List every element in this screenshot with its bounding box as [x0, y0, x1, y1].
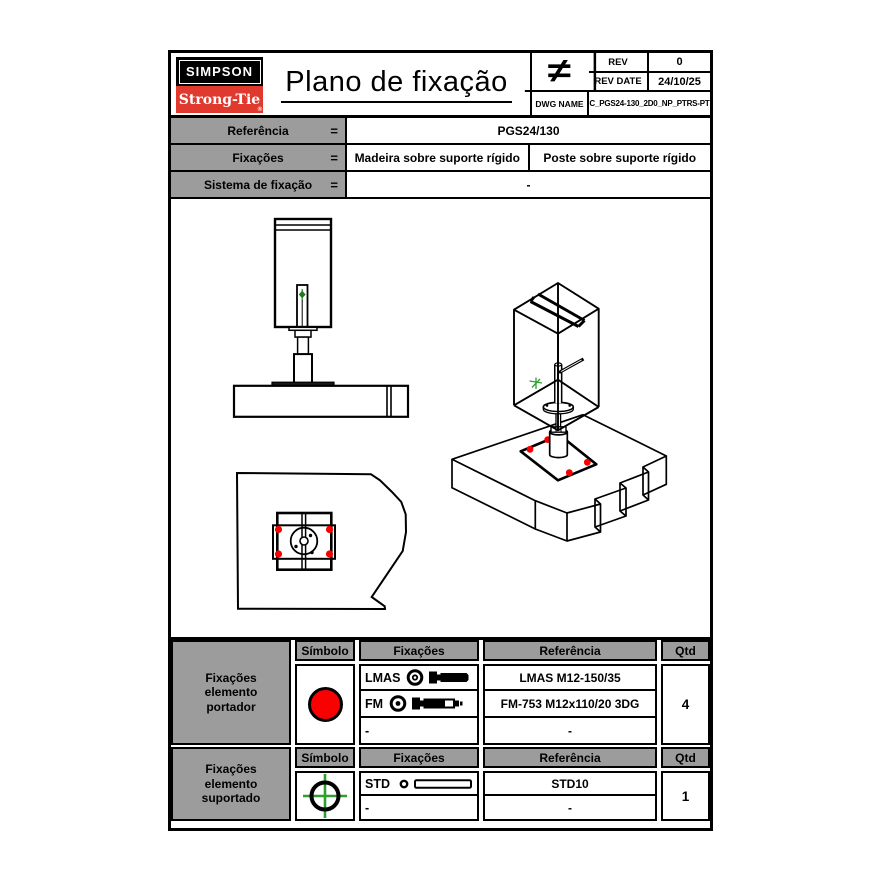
fixings-table-suportado: Fixações elemento suportado Símbolo Fixa… [171, 747, 710, 821]
not-to-scale-icon: ≠ [524, 52, 597, 92]
fixings-value-2: Poste sobre suporte rígido [527, 145, 711, 170]
col-header-simbolo: Símbolo [295, 640, 355, 661]
qty-suportado: 1 [661, 771, 710, 821]
fixing-system-label-cell: Sistema de fixação = [171, 172, 347, 197]
qty-portador: 4 [661, 664, 710, 745]
fixing-row-std: STD [359, 771, 479, 796]
dowel-screw-icon [399, 778, 472, 789]
logo-strongtie-text: Strong-Tie [178, 91, 261, 108]
technical-drawing [232, 217, 668, 611]
col-header-simbolo: Símbolo [295, 747, 355, 768]
axis-marker-green [529, 377, 543, 389]
fixings-table-portador: Fixações elemento portador Símbolo Fixaç… [171, 640, 710, 745]
fixing-row-empty: - [359, 718, 479, 745]
sheet-header: SIMPSON Strong-Tie ® Plano de fixação ≠ … [171, 52, 710, 118]
fixing-system-label: Sistema de fixação [203, 177, 313, 192]
col-header-referencia: Referência [483, 747, 657, 768]
fixing-system-value: - [526, 177, 531, 192]
fixing-code: FM [365, 696, 384, 711]
fixing-ref-lmas: LMAS M12-150/35 [483, 664, 657, 691]
fixing-row-empty: - [359, 796, 479, 821]
reference-row: Referência = PGS24/130 [171, 118, 710, 145]
equals-sign: = [330, 177, 338, 192]
fixing-ref-empty: - [483, 796, 657, 821]
logo-simpson-box: SIMPSON [176, 57, 263, 86]
fixing-code: - [365, 723, 370, 738]
fixing-code: LMAS [365, 670, 401, 685]
col-header-fixacoes: Fixações [359, 747, 479, 768]
col-header-fixacoes: Fixações [359, 640, 479, 661]
screw-marker-green [298, 289, 306, 300]
simpson-strongtie-logo: SIMPSON Strong-Tie ® [171, 53, 263, 115]
equals-sign: = [330, 150, 338, 165]
registered-mark: ® [257, 107, 262, 113]
group-label-portador: Fixações elemento portador [171, 640, 291, 745]
symbol-cell-suportado [295, 771, 355, 821]
fixing-ref-empty: - [483, 718, 657, 745]
reference-value: PGS24/130 [497, 123, 560, 138]
isometric-view [451, 282, 668, 542]
dwg-name-label: DWG NAME [532, 92, 589, 115]
fixings-value-1: Madeira sobre suporte rígido [354, 150, 520, 165]
symbol-cell-portador [295, 664, 355, 745]
anchor-markers-red [274, 525, 334, 558]
rev-value: 0 [649, 53, 710, 73]
logo-strongtie-box: Strong-Tie ® [176, 86, 263, 113]
reference-label: Referência [227, 123, 289, 138]
drawing-sheet: SIMPSON Strong-Tie ® Plano de fixação ≠ … [168, 50, 713, 831]
fixing-code: - [365, 800, 370, 815]
front-elevation-view [232, 217, 410, 418]
washer-and-wedge-anchor-icon [389, 695, 463, 712]
fixing-row-fm: FM [359, 691, 479, 718]
fixings-label: Fixações [232, 150, 284, 165]
logo-simpson-text: SIMPSON [178, 59, 261, 84]
fixing-system-row: Sistema de fixação = - [171, 172, 710, 199]
drawing-area [171, 199, 710, 640]
page-title: Plano de fixação [281, 66, 512, 103]
dwg-name-value: C_PGS24-130_2D0_NP_PTRS-PT [589, 99, 710, 108]
green-crosshair-symbol-icon [303, 774, 347, 818]
red-circle-symbol-icon [307, 687, 343, 722]
group-label-suportado: Fixações elemento suportado [171, 747, 291, 821]
title-block: ≠ REV 0 REV DATE 24/10/25 DWG NAME C_PGS… [524, 52, 710, 115]
fixing-ref-std: STD10 [483, 771, 657, 796]
reference-label-cell: Referência = [171, 118, 347, 143]
washer-and-hex-bolt-icon [407, 669, 469, 686]
equals-sign: = [330, 123, 338, 138]
col-header-referencia: Referência [483, 640, 657, 661]
col-header-qtd: Qtd [661, 747, 710, 768]
rev-date-label: REV DATE [589, 73, 649, 92]
fixings-row: Fixações = Madeira sobre suporte rígido … [171, 145, 710, 172]
title-area: Plano de fixação [263, 53, 530, 115]
plan-view-base-plate [235, 471, 408, 611]
fixing-code: STD [365, 776, 390, 791]
rev-label: REV [589, 53, 649, 73]
fixings-label-cell: Fixações = [171, 145, 347, 170]
col-header-qtd: Qtd [661, 640, 710, 661]
fixing-row-lmas: LMAS [359, 664, 479, 691]
rev-date-value: 24/10/25 [649, 73, 710, 92]
fixing-ref-fm: FM-753 M12x110/20 3DG [483, 691, 657, 718]
